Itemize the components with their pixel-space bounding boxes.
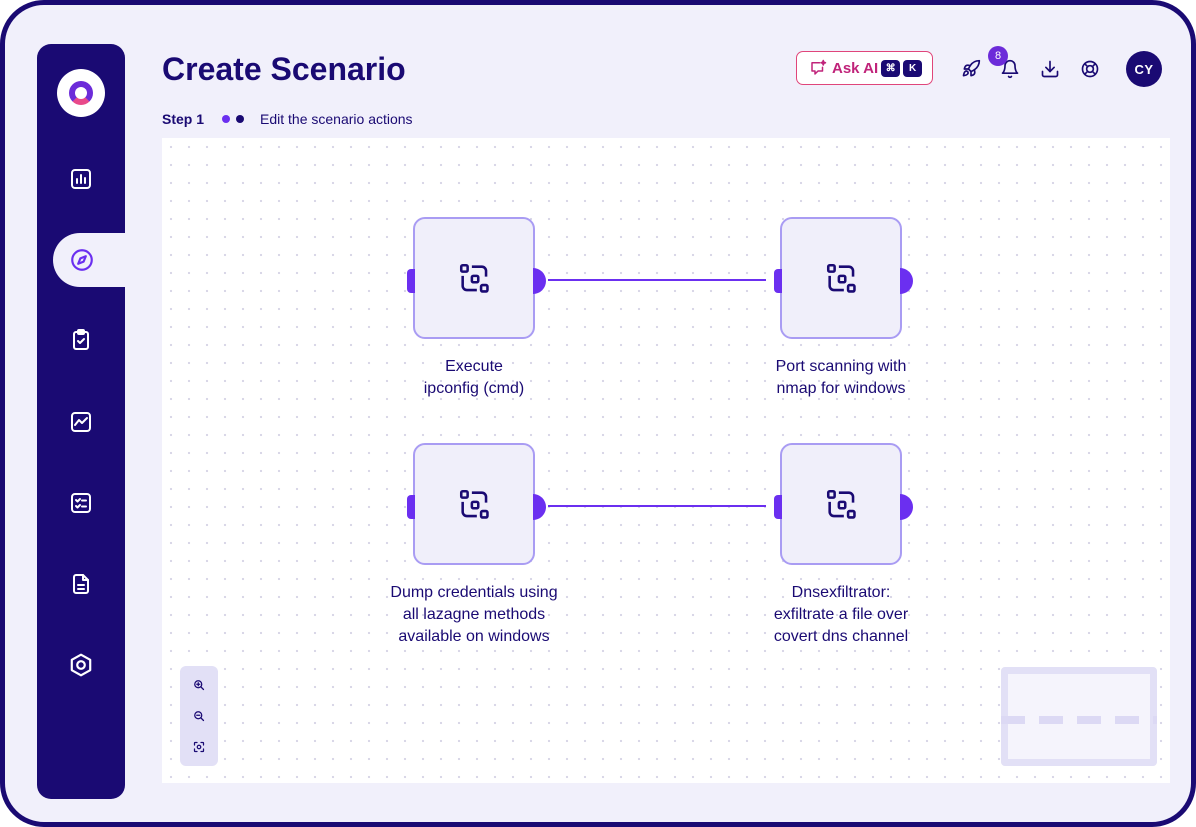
notifications-button[interactable] — [998, 57, 1022, 81]
ask-ai-label: Ask AI — [832, 59, 879, 77]
app-logo[interactable] — [57, 69, 105, 117]
download-icon — [1041, 60, 1059, 78]
help-button[interactable] — [1078, 57, 1102, 81]
node-output-handle[interactable] — [533, 494, 546, 520]
label-line: nmap for windows — [776, 380, 906, 397]
chart-icon — [71, 412, 91, 432]
action-node-4[interactable] — [774, 443, 913, 565]
compass-icon — [71, 249, 93, 271]
sidebar-item-tasks[interactable] — [57, 479, 105, 527]
edge-3-4 — [548, 505, 766, 507]
dashboard-icon — [71, 169, 91, 189]
node-input-handle[interactable] — [407, 269, 415, 293]
step-indicator: Step 1 Edit the scenario actions — [162, 110, 413, 128]
fit-view-icon — [193, 741, 205, 753]
action-icon — [459, 489, 489, 519]
node-output-handle[interactable] — [900, 268, 913, 294]
sidebar-item-assessments[interactable] — [57, 316, 105, 364]
download-button[interactable] — [1038, 57, 1062, 81]
sidebar-item-analytics[interactable] — [57, 398, 105, 446]
fit-view-button[interactable] — [189, 737, 209, 757]
zoom-out-icon — [194, 711, 205, 722]
edge-1-2 — [548, 279, 766, 281]
ask-ai-button[interactable]: Ask AI ⌘ K — [796, 51, 933, 85]
help-icon — [1081, 60, 1099, 78]
action-icon — [826, 263, 856, 293]
document-icon — [73, 574, 89, 594]
settings-icon — [70, 653, 92, 677]
node-input-handle[interactable] — [407, 495, 415, 519]
node-output-handle[interactable] — [533, 268, 546, 294]
checklist-icon — [71, 493, 91, 513]
zoom-in-button[interactable] — [189, 675, 209, 695]
sidebar-item-settings[interactable] — [57, 641, 105, 689]
shortcut-key-cmd: ⌘ — [881, 59, 901, 77]
node-output-handle[interactable] — [900, 494, 913, 520]
action-node-1-label: Execute ipconfig (cmd) — [344, 356, 604, 400]
ai-chat-icon — [811, 59, 827, 75]
action-node-1[interactable] — [407, 217, 546, 339]
sidebar-item-scenarios[interactable] — [53, 233, 133, 287]
label-line: covert dns channel — [773, 628, 909, 645]
launch-button[interactable] — [959, 57, 983, 81]
step-dot-active — [222, 115, 231, 123]
shortcut-key-k: K — [903, 59, 923, 77]
action-icon — [826, 489, 856, 519]
scenario-canvas[interactable]: Execute ipconfig (cmd) Port scanning wit… — [162, 138, 1170, 783]
action-node-2[interactable] — [774, 217, 913, 339]
label-line: available on windows — [398, 628, 550, 645]
clipboard-check-icon — [73, 329, 89, 350]
action-node-2-label: Port scanning with nmap for windows — [711, 356, 971, 400]
action-node-3[interactable] — [407, 443, 546, 565]
minimap-edges — [1001, 716, 1157, 724]
page-title: Create Scenario — [162, 51, 406, 87]
sidebar-item-reports[interactable] — [57, 560, 105, 608]
zoom-in-icon — [194, 680, 205, 691]
user-avatar[interactable]: CY — [1126, 51, 1162, 87]
action-node-3-label: Dump credentials using all lazagne metho… — [344, 582, 604, 648]
step-description: Edit the scenario actions — [260, 111, 413, 127]
label-line: Dnsexfiltrator: — [791, 584, 891, 601]
zoom-out-button[interactable] — [189, 706, 209, 726]
step-dot — [236, 115, 245, 123]
step-progress-dots — [222, 115, 245, 123]
rocket-icon — [962, 59, 981, 77]
minimap[interactable] — [1001, 667, 1157, 766]
bell-icon — [1001, 59, 1019, 79]
label-line: Execute — [445, 358, 503, 375]
action-node-4-label: Dnsexfiltrator: exfiltrate a file over c… — [711, 582, 971, 648]
label-line: ipconfig (cmd) — [423, 380, 525, 397]
action-icon — [459, 263, 489, 293]
node-input-handle[interactable] — [774, 495, 782, 519]
label-line: exfiltrate a file over — [773, 606, 909, 623]
zoom-controls — [180, 666, 218, 766]
sidebar-item-dashboard[interactable] — [57, 155, 105, 203]
label-line: Port scanning with — [775, 358, 907, 375]
node-input-handle[interactable] — [774, 269, 782, 293]
notification-badge: 8 — [988, 46, 1008, 66]
step-label: Step 1 — [162, 111, 205, 127]
label-line: Dump credentials using — [390, 584, 558, 601]
label-line: all lazagne methods — [402, 606, 546, 623]
